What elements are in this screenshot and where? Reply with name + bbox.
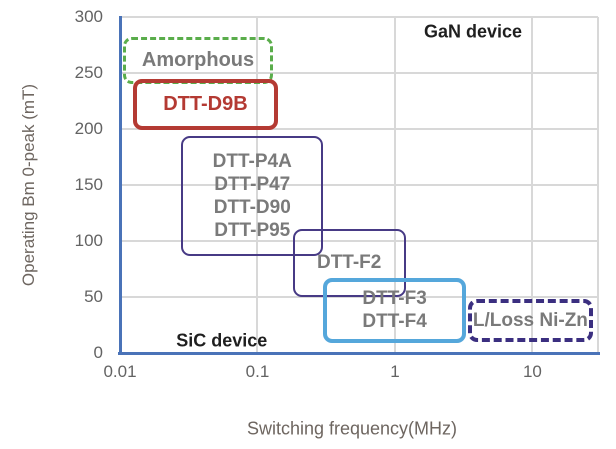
region-label: DTT-D9B (163, 92, 248, 115)
region-ni-zn: L/Loss Ni-Zn (468, 299, 593, 342)
annotation-sic-device: SiC device (176, 330, 268, 351)
region-dtt-f2: DTT-F2 (292, 228, 406, 297)
y-tick-label: 300 (74, 7, 103, 26)
gridline-vertical (256, 17, 259, 353)
region-label: DTT-P95 (214, 219, 291, 241)
x-axis-line (118, 352, 600, 355)
y-tick-label: 150 (74, 175, 103, 194)
gridline-horizontal (120, 240, 598, 242)
y-tick-label: 0 (93, 343, 103, 362)
y-tick-label: 200 (74, 119, 103, 138)
region-label: DTT-F3 (362, 288, 427, 310)
region-label: DTT-P4A (212, 150, 292, 172)
region-label: DTT-F4 (362, 311, 427, 333)
region-label: DTT-P47 (214, 173, 291, 195)
y-axis-title: Operating Bm 0-peak (mT) (19, 83, 38, 287)
gridline-horizontal (120, 296, 598, 298)
region-label: L/Loss Ni-Zn (472, 310, 588, 331)
gridline-vertical (531, 17, 534, 353)
plot-right-border (597, 17, 599, 353)
gridline-vertical (393, 17, 396, 353)
y-tick-label: 50 (84, 287, 103, 306)
gridline-horizontal (120, 72, 598, 74)
annotation-gan-device: GaN device (424, 21, 523, 42)
x-tick-label: 1 (390, 362, 400, 381)
y-axis-line (119, 16, 122, 355)
y-tick-label: 100 (74, 231, 103, 250)
x-tick-label: 10 (522, 362, 542, 381)
gridline-horizontal (120, 184, 598, 186)
x-tick-label: 0.01 (103, 362, 137, 381)
region-dtt-d9b: DTT-D9B (133, 78, 278, 131)
y-tick-label: 250 (74, 63, 103, 82)
region-label: DTT-D90 (213, 196, 291, 218)
gridline-horizontal (120, 16, 598, 18)
region-label: Amorphous (141, 49, 255, 72)
region-amorphous: Amorphous (122, 37, 274, 85)
region-label: DTT-F2 (316, 252, 382, 274)
x-tick-label: 0.1 (245, 362, 270, 381)
gridline-horizontal (120, 128, 598, 130)
x-axis-title: Switching frequency(MHz) (246, 418, 458, 439)
